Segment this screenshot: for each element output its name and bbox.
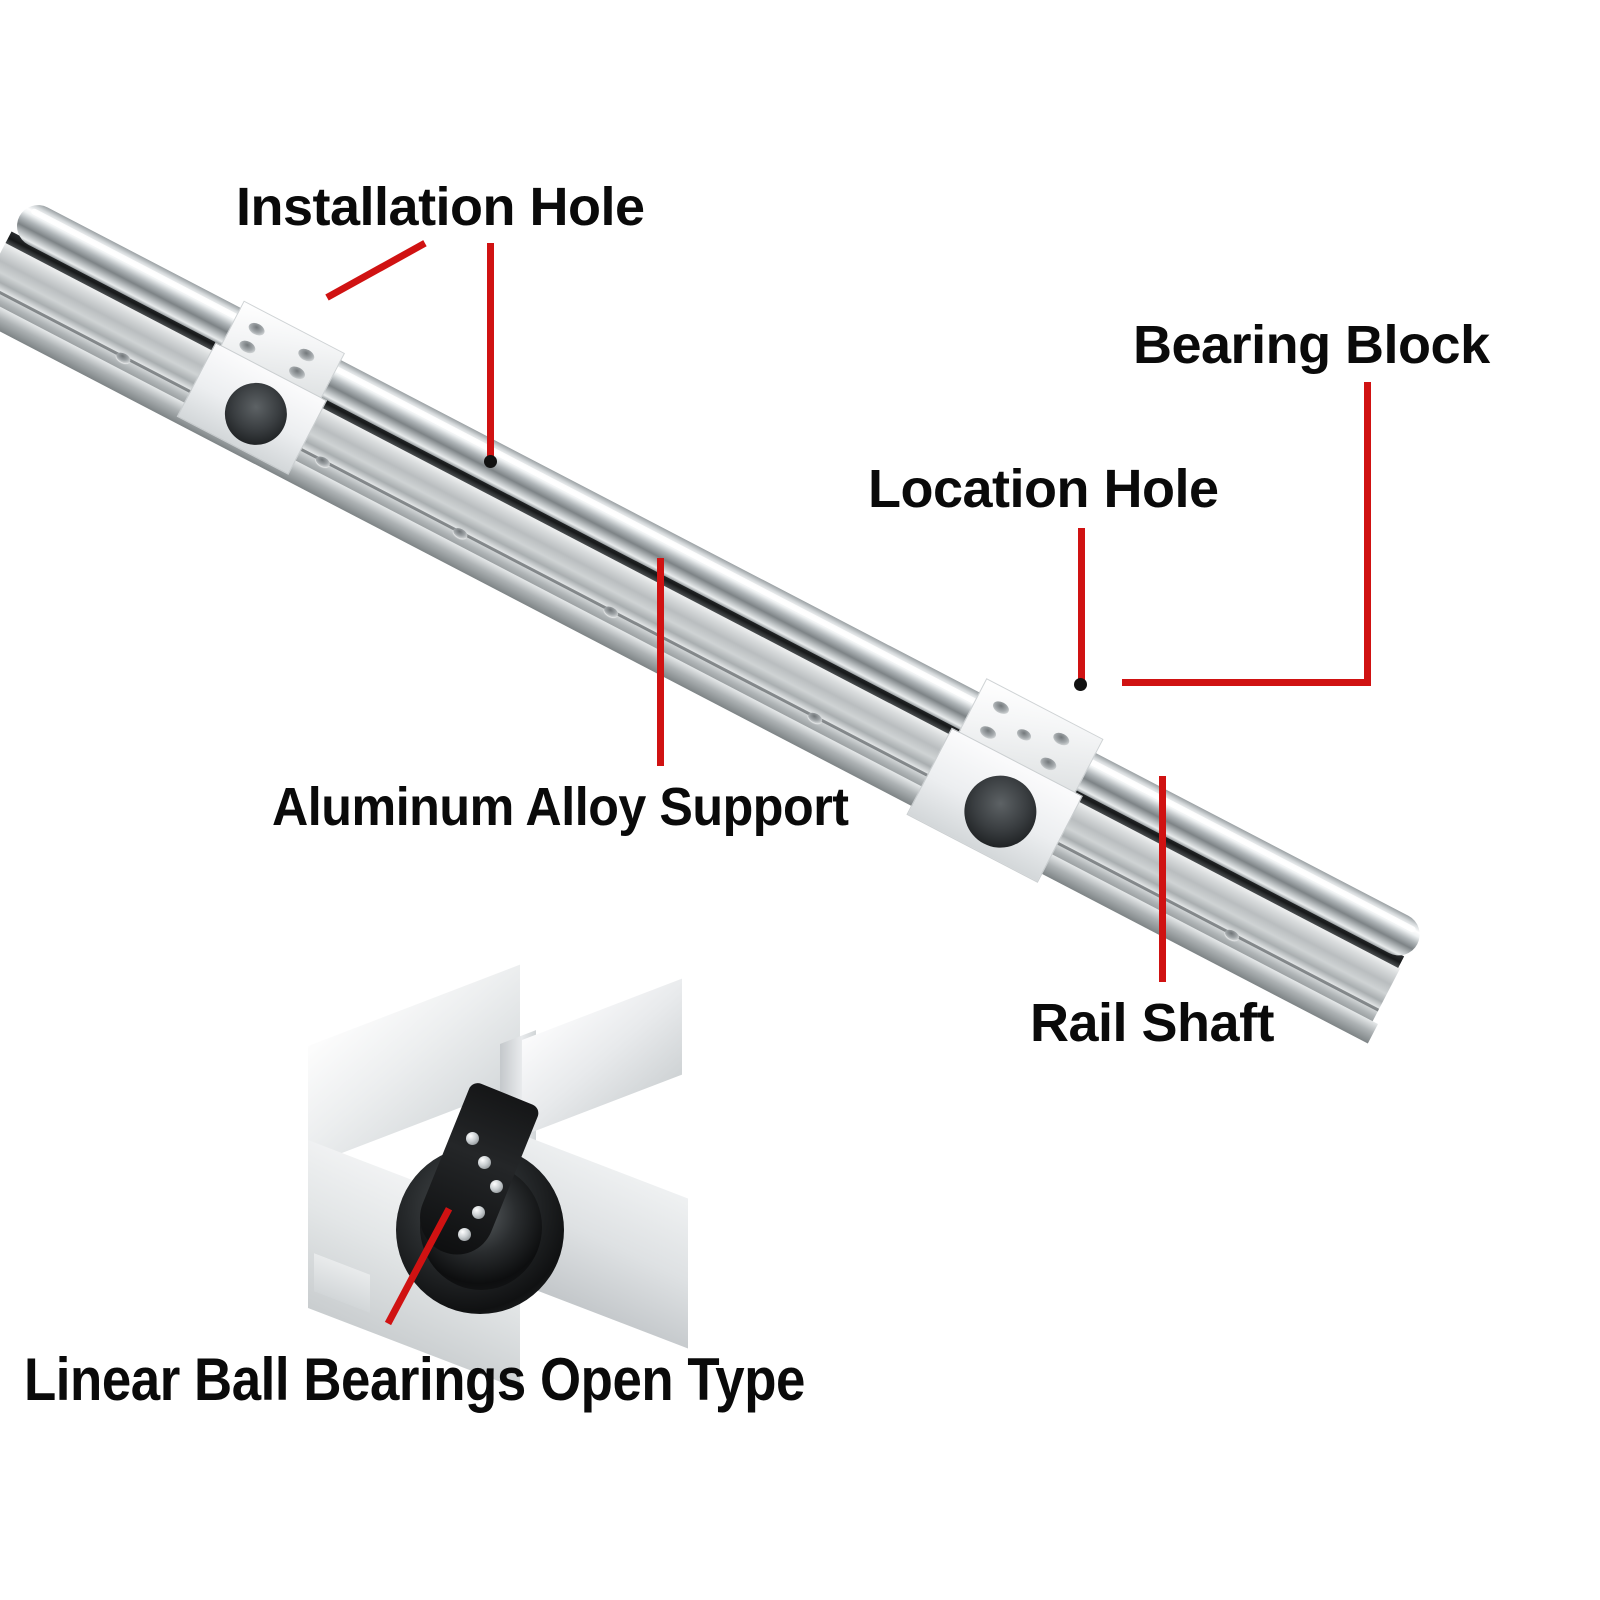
callout-label-bearing-block: Bearing Block (1133, 315, 1490, 375)
callout-label-location-hole: Location Hole (868, 459, 1219, 519)
leader-rail-shaft (1159, 776, 1166, 982)
leader-installation-hole-vertical (487, 243, 494, 465)
location-hole-dot (1074, 678, 1087, 691)
leader-bearing-block-vertical (1364, 382, 1371, 686)
callout-label-rail-shaft: Rail Shaft (1030, 993, 1275, 1053)
leader-aluminum-alloy-support (657, 558, 664, 766)
bearing-ball (478, 1156, 491, 1169)
leader-bearing-block-horizontal (1122, 679, 1371, 686)
bearing-ball (458, 1228, 471, 1241)
callout-label-aluminum-alloy-support: Aluminum Alloy Support (272, 777, 849, 837)
bearing-ball (466, 1132, 479, 1145)
linear-rail-assembly (0, 0, 1600, 1120)
linear-ball-bearing-open-type-block (300, 964, 700, 1390)
rail-shaft (9, 197, 1428, 963)
installation-hole-dot (484, 455, 497, 468)
bearing-ball (490, 1180, 503, 1193)
callout-label-installation-hole: Installation Hole (236, 177, 645, 237)
callout-label-linear-ball-bearings-open-type: Linear Ball Bearings Open Type (24, 1346, 805, 1413)
bearing-ball (472, 1206, 485, 1219)
leader-location-hole (1078, 528, 1085, 688)
